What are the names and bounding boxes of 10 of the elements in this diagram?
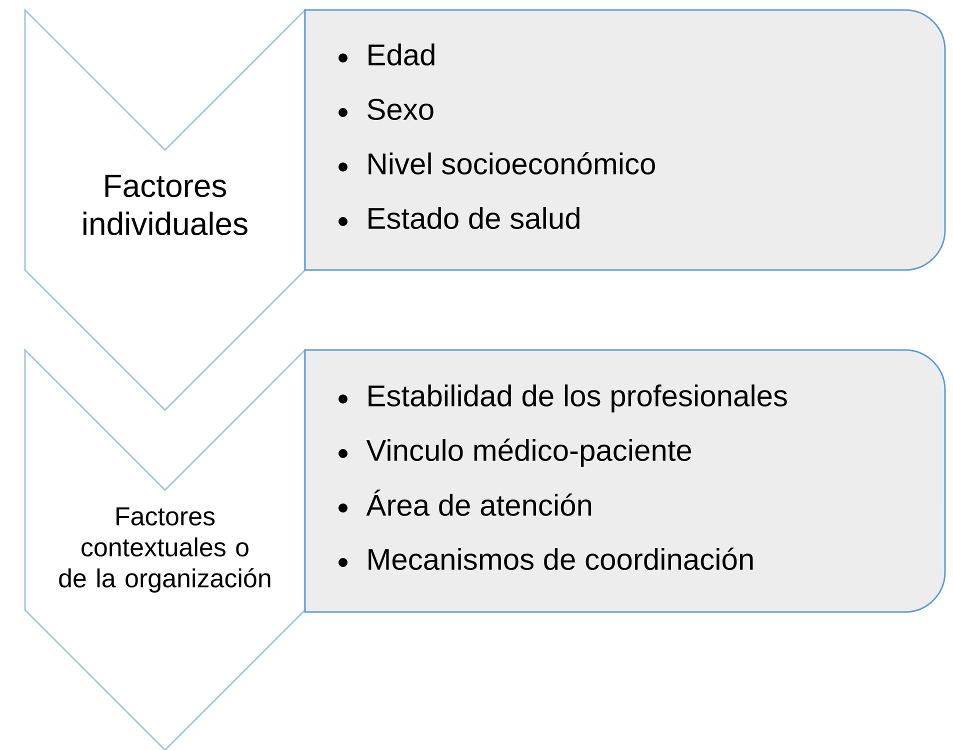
bullet-item: Edad (338, 43, 434, 66)
bullet-item: Sexo (338, 98, 434, 120)
bullet-item: Estado de salud (338, 206, 580, 229)
list-box (304, 9, 946, 271)
bullet-item: Vinculo médico-paciente (338, 438, 692, 467)
bullet-item: Nivel socioeconómico (338, 152, 655, 174)
bullet-item: Mecanismos de coordinación (338, 548, 753, 570)
bullet-item: Área de atención (338, 490, 592, 516)
bullet-item: Estabilidad de los profesionales (338, 384, 787, 412)
list-box (304, 349, 946, 613)
